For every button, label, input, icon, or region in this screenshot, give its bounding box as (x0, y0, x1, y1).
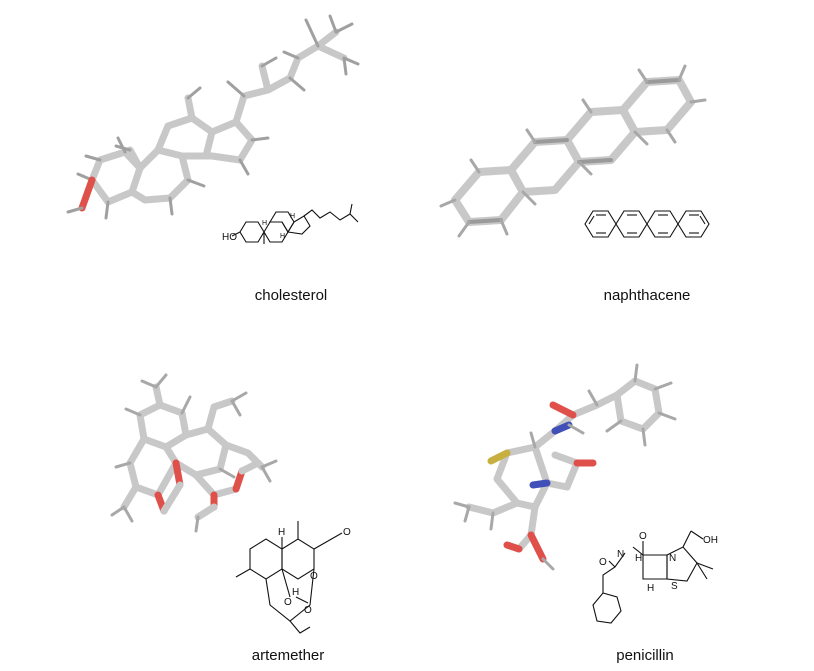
cholesterol-atom-label-h: H (290, 213, 295, 220)
penicillin-atom-label-oh: OH (703, 535, 718, 546)
penicillin-atom-label-n: N (669, 553, 676, 564)
cholesterol-atom-label-ho: HO (222, 232, 237, 243)
penicillin-atom-label-h: H (647, 583, 654, 594)
molecule-panel-artemether: H O O O O H artemether (0, 335, 407, 670)
penicillin-atom-label-s: S (671, 581, 678, 592)
molecule-name-naphthacene: naphthacene (603, 287, 691, 304)
artemether-3d-model (110, 373, 278, 533)
penicillin-atom-label-n: N (617, 549, 624, 560)
naphthacene-3d-model (439, 64, 707, 238)
cholesterol-3d-model (66, 14, 360, 220)
penicillin-skeletal-formula: H N O O OH N S H (592, 530, 718, 624)
artemether-atom-label-h: H (278, 527, 285, 538)
penicillin-atom-label-h: H (635, 553, 642, 564)
cholesterol-atom-label-h: H (262, 220, 267, 227)
molecule-panel-naphthacene: naphthacene (407, 0, 814, 335)
molecule-name-penicillin: penicillin (616, 647, 674, 664)
artemether-atom-label-h: H (292, 587, 299, 598)
cholesterol-skeletal-formula: HO H H H (222, 203, 359, 244)
artemether-skeletal-formula: H O O O O H (235, 521, 351, 634)
artemether-atom-label-o: O (284, 597, 292, 608)
molecule-name-artemether: artemether (251, 647, 325, 664)
cholesterol-atom-label-h: H (280, 233, 285, 240)
penicillin-atom-label-o: O (599, 557, 607, 568)
penicillin-3d-model (453, 363, 677, 571)
molecule-panel-cholesterol: HO H H H cholesterol (0, 0, 407, 335)
molecule-panel-penicillin: H N O O OH N S H penicillin (407, 335, 814, 670)
naphthacene-skeletal-formula (584, 210, 710, 238)
molecule-name-cholesterol: cholesterol (254, 287, 328, 304)
penicillin-atom-label-o: O (639, 531, 647, 542)
artemether-atom-label-o: O (304, 605, 312, 616)
artemether-atom-label-o: O (310, 571, 318, 582)
artemether-atom-label-o: O (343, 527, 351, 538)
